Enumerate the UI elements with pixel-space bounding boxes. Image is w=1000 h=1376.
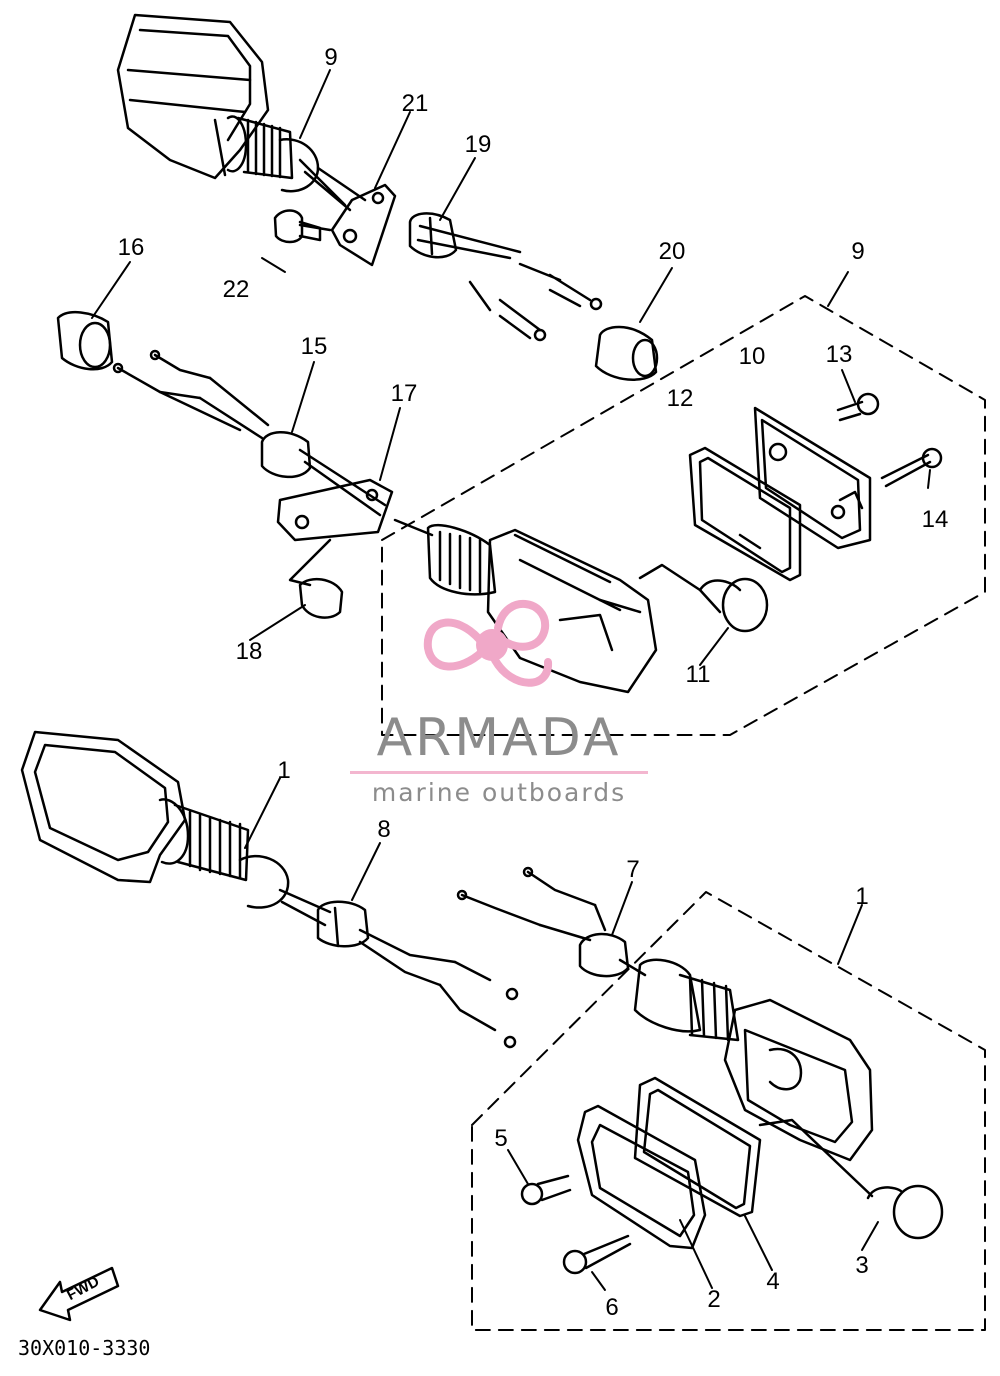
callout-7: 7 xyxy=(626,856,640,883)
callout-4: 4 xyxy=(766,1268,780,1295)
callout-9-box: 9 xyxy=(851,238,865,265)
grommet-19 xyxy=(408,212,603,342)
callout-16: 16 xyxy=(117,234,145,261)
callout-17: 17 xyxy=(390,380,418,407)
rear-signal-lamp-top xyxy=(116,13,367,212)
assembly-box-9 xyxy=(381,295,986,736)
assembly-box-1 xyxy=(471,891,986,1331)
catalog-code: 30X010-3330 xyxy=(18,1336,151,1360)
callout-5: 5 xyxy=(494,1125,508,1152)
callout-9-top: 9 xyxy=(324,44,338,71)
grommet-7 xyxy=(456,866,647,978)
watermark-divider xyxy=(350,771,648,774)
callout-14: 14 xyxy=(921,506,949,533)
callout-8: 8 xyxy=(377,816,391,843)
grommet-15 xyxy=(260,431,387,517)
callout-21: 21 xyxy=(401,90,429,117)
screw-6 xyxy=(562,1234,632,1275)
lens-2 xyxy=(576,1104,707,1250)
grommet-16 xyxy=(56,310,114,371)
watermark-brand: ARMADA xyxy=(376,708,622,768)
bolt-22 xyxy=(273,209,322,244)
callout-10: 10 xyxy=(738,343,766,370)
callout-22: 22 xyxy=(222,276,250,303)
callout-15: 15 xyxy=(300,333,328,360)
fwd-arrow-icon xyxy=(38,1266,120,1322)
watermark-tagline: marine outboards xyxy=(371,778,627,807)
bolt-18 xyxy=(298,577,344,619)
wire-harness-15 xyxy=(112,349,270,440)
callout-20: 20 xyxy=(658,238,686,265)
gasket-4 xyxy=(633,1076,762,1218)
screw-14 xyxy=(880,447,943,488)
gasket-12 xyxy=(688,446,802,582)
lens-10 xyxy=(753,406,872,550)
bracket-17 xyxy=(276,478,394,587)
callout-1-box: 1 xyxy=(855,883,869,910)
front-signal-lamp-left xyxy=(20,730,332,927)
bulb-11 xyxy=(638,563,769,633)
screw-5 xyxy=(520,1174,572,1206)
callout-2: 2 xyxy=(707,1286,721,1313)
leader-lines xyxy=(91,69,931,1291)
grommet-8 xyxy=(316,900,519,1049)
screw-13 xyxy=(836,392,880,422)
propeller-logo-icon xyxy=(423,599,552,687)
callout-13: 13 xyxy=(825,341,853,368)
callout-11: 11 xyxy=(685,661,711,688)
callout-3: 3 xyxy=(855,1252,869,1279)
front-signal-lamp-right xyxy=(633,958,874,1162)
bulb-3 xyxy=(758,1118,944,1240)
callout-1-left: 1 xyxy=(277,757,291,784)
callout-19: 19 xyxy=(464,131,492,158)
callout-6: 6 xyxy=(605,1294,619,1321)
grommet-20 xyxy=(594,325,659,381)
callout-18: 18 xyxy=(235,638,263,665)
callout-12: 12 xyxy=(666,385,694,412)
